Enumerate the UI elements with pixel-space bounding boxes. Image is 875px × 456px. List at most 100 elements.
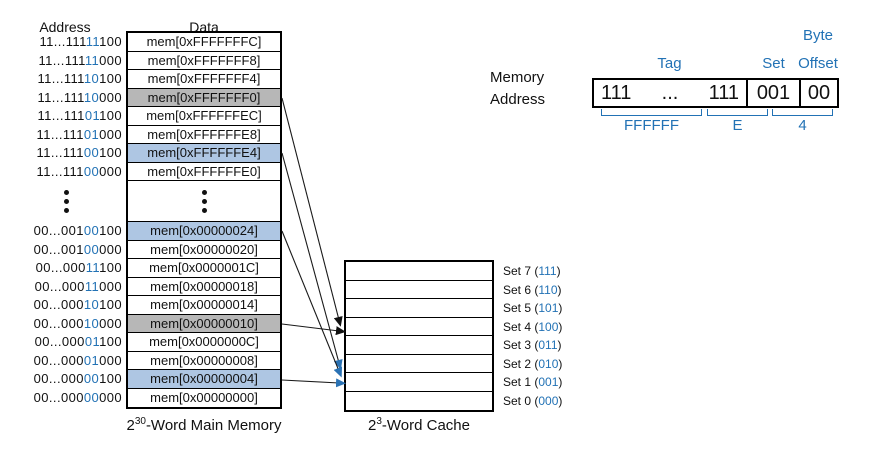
set-label-text: Set 2 ( xyxy=(503,356,539,371)
address-tag-bits: 11...111 xyxy=(38,52,85,68)
set-label-text: Set 1 ( xyxy=(503,375,539,389)
hex-bracket-tag xyxy=(601,109,702,116)
address-tag-bits: 00...000 xyxy=(33,315,84,331)
address-set-bits: 00 xyxy=(83,241,100,257)
address-tag-bits: 11...111 xyxy=(36,145,84,160)
address-set-bits: 10 xyxy=(83,71,100,86)
caption-base: 2 xyxy=(126,417,135,434)
memory-data-cell: mem[0x00000020] xyxy=(128,240,280,259)
address-tag-bits: 00...000 xyxy=(33,297,84,312)
main-memory-caption: 230-Word Main Memory xyxy=(84,416,324,434)
set-label-text: Set 7 ( xyxy=(503,264,539,278)
memory-address-label: Memory Address xyxy=(490,67,545,111)
memory-data-cell: mem[0xFFFFFFF0] xyxy=(128,88,280,107)
address-offset-bits: 100 xyxy=(99,371,122,386)
byte-offset-label-byte: Byte xyxy=(802,27,833,44)
memory-address: 11...11101100 xyxy=(8,107,122,126)
set-label-bits: 100 xyxy=(538,319,559,334)
memory-address: 00...00000100 xyxy=(8,370,122,389)
address-set-bits: 10 xyxy=(83,315,100,331)
memory-address: 00...00001100 xyxy=(8,333,122,352)
address-offset-bits: 000 xyxy=(99,163,122,179)
set-field-value: 001 xyxy=(746,80,799,106)
address-tag-bits: 00...000 xyxy=(34,334,85,349)
memory-data-cell: mem[0x00000014] xyxy=(128,296,280,315)
hex-bracket-low xyxy=(772,109,833,116)
address-offset-bits: 100 xyxy=(99,145,122,160)
memory-address: 00...00001000 xyxy=(8,352,122,371)
memory-address: 11...11101000 xyxy=(8,126,122,145)
tag-field-value: 111 ... 111 xyxy=(594,80,746,106)
address-tag-bits: 11...111 xyxy=(37,71,84,86)
memory-data-cell: mem[0xFFFFFFE0] xyxy=(128,162,280,181)
memory-data-cell: mem[0x0000000C] xyxy=(128,333,280,352)
memory-address: 11...11110100 xyxy=(8,70,122,89)
memory-data-cell: mem[0xFFFFFFEC] xyxy=(128,107,280,126)
hex-value-tag: FFFFFF xyxy=(624,117,679,134)
address-offset-bits: 000 xyxy=(99,278,122,294)
tag-bits-left: 111 xyxy=(601,81,632,104)
set-label-close: ) xyxy=(556,264,561,278)
address-set-bits: 10 xyxy=(83,89,100,105)
memory-data-cell: mem[0xFFFFFFFC] xyxy=(128,33,280,52)
cache-set-labels: Set 7 (111)Set 6 (110)Set 5 (101)Set 4 (… xyxy=(503,262,562,410)
memory-address-label-line2: Address xyxy=(490,91,546,108)
address-tag-bits: 11...111 xyxy=(37,108,85,123)
address-tag-bits: 00...000 xyxy=(33,352,84,368)
address-tag-bits: 11...111 xyxy=(37,89,84,105)
set-label-text: Set 4 ( xyxy=(503,319,539,334)
address-tag-bits: 00...000 xyxy=(34,278,85,294)
arrow-memFFFFFFE4-to-set1 xyxy=(281,152,343,370)
address-offset-bits: 000 xyxy=(99,126,122,142)
cache-set-row xyxy=(346,280,492,299)
main-memory-table: mem[0xFFFFFFFC]mem[0xFFFFFFF8]mem[0xFFFF… xyxy=(126,31,282,409)
memory-data-cell: mem[0x00000018] xyxy=(128,277,280,296)
address-set-bits: 11 xyxy=(84,52,100,68)
cache-caption: 23-Word Cache xyxy=(330,416,508,434)
address-set-bits: 00 xyxy=(83,389,100,405)
memory-data-cell: mem[0xFFFFFFE8] xyxy=(128,125,280,144)
memory-address: 11...11111000 xyxy=(8,52,122,71)
set-label-bits: 001 xyxy=(538,375,559,389)
set-label-close: ) xyxy=(558,375,563,389)
address-set-bits: 00 xyxy=(83,145,100,160)
memory-address: 00...00100000 xyxy=(8,241,122,260)
set-label-text: Set 6 ( xyxy=(503,282,539,297)
address-set-bits: 01 xyxy=(83,126,100,142)
address-set-bits: 00 xyxy=(83,163,100,179)
address-tag-bits: 11...111 xyxy=(36,163,84,179)
set-label-close: ) xyxy=(558,319,563,334)
cache-set-label: Set 3 (011) xyxy=(503,336,562,355)
cache-set-row xyxy=(346,262,492,281)
address-tag-bits: 00...000 xyxy=(33,389,84,405)
address-tag-bits: 00...001 xyxy=(33,223,84,238)
set-label-text: Set 0 ( xyxy=(503,393,539,408)
address-set-bits: 01 xyxy=(84,108,100,123)
memory-data-cell: mem[0x00000008] xyxy=(128,351,280,370)
address-offset-bits: 000 xyxy=(99,52,122,68)
memory-address: 00...00000000 xyxy=(8,389,122,408)
address-tag-bits: 11...111 xyxy=(39,34,86,49)
arrow-memFFFFFFF0-to-set4 xyxy=(281,97,343,327)
hex-value-low: 4 xyxy=(798,117,807,134)
memory-data-cell: mem[0x00000010] xyxy=(128,314,280,333)
memory-address: 11...11100000 xyxy=(8,163,122,182)
set-label-bits: 111 xyxy=(538,264,557,278)
memory-data-cell: mem[0x00000004] xyxy=(128,370,280,389)
address-set-bits: 11 xyxy=(85,34,100,49)
memory-address: 00...00011000 xyxy=(8,278,122,297)
memory-address: 00...00010100 xyxy=(8,296,122,315)
address-tag-bits: 00...000 xyxy=(33,371,84,386)
address-offset-bits: 100 xyxy=(99,334,122,349)
ellipsis-dots xyxy=(201,189,207,213)
set-label-bits: 000 xyxy=(538,393,559,408)
address-offset-bits: 000 xyxy=(99,241,122,257)
address-offset-bits: 100 xyxy=(99,223,122,238)
address-tag-bits: 00...001 xyxy=(33,241,84,257)
arrow-mem00000004-to-set1 xyxy=(281,378,346,388)
arrow-mem00000024-to-set1 xyxy=(281,230,343,378)
memory-address-label-line1: Memory xyxy=(490,69,545,86)
